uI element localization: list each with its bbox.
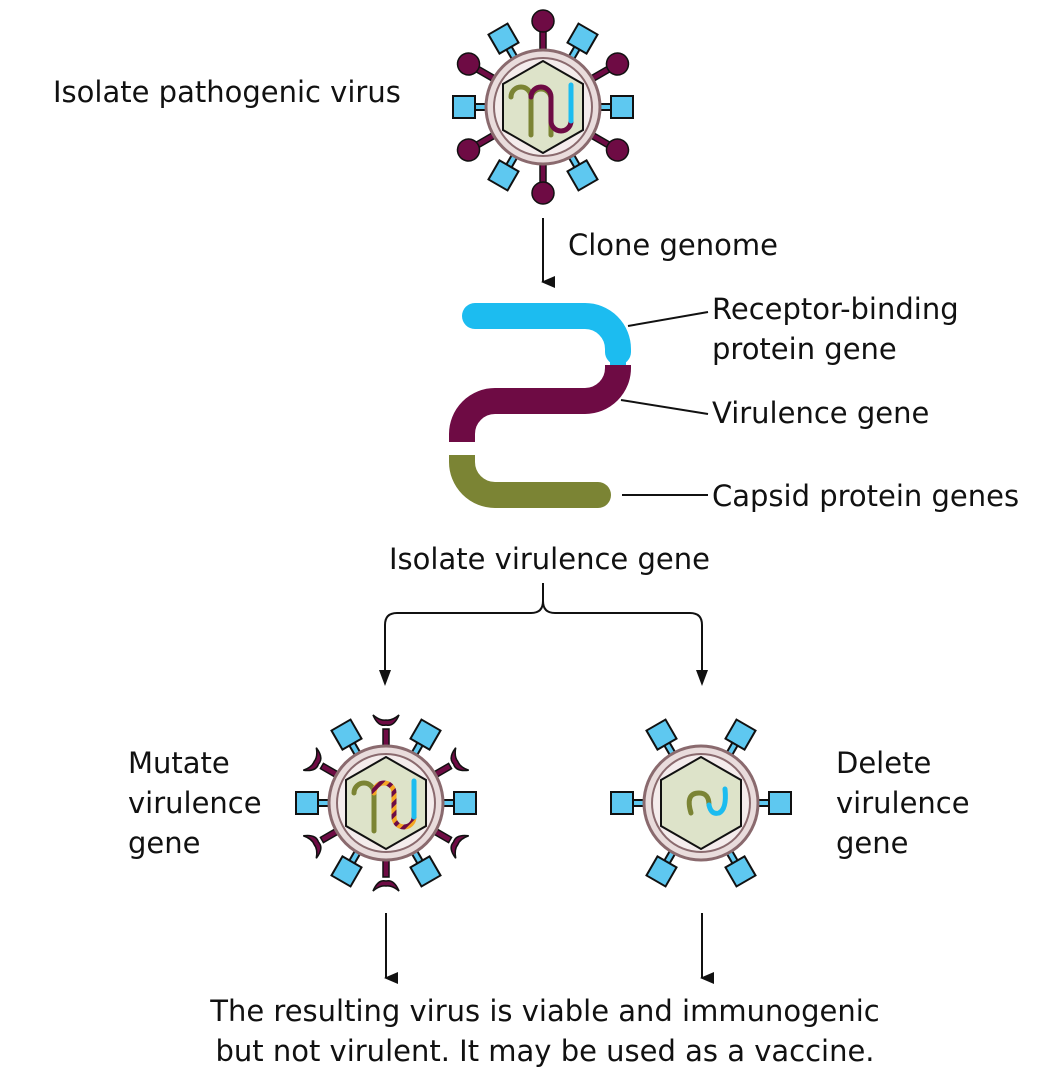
step-mutate-line1: Mutate — [128, 746, 230, 780]
step-isolate-gene: Isolate virulence gene — [389, 542, 710, 576]
virulence-gene-segment — [449, 365, 631, 442]
step-delete: Delete virulence gene — [836, 743, 970, 863]
step-mutate-line2: virulence — [128, 786, 262, 820]
pathogenic-virus — [452, 9, 634, 205]
receptor-spikes — [452, 22, 634, 192]
label-capsid-genes: Capsid protein genes — [712, 479, 1020, 513]
label-receptor-gene-line1: Receptor-binding — [712, 292, 959, 326]
step-clone-genome: Clone genome — [568, 228, 778, 262]
arrow-to-delete — [696, 670, 708, 686]
conclusion: The resulting virus is viable and immuno… — [170, 991, 920, 1071]
arrow-to-mutate — [379, 670, 391, 686]
leader-lines — [620, 311, 709, 496]
split-brace — [384, 583, 703, 672]
step-isolate-virus: Isolate pathogenic virus — [53, 75, 401, 109]
conclusion-line1: The resulting virus is viable and immuno… — [210, 994, 880, 1028]
conclusion-line2: but not virulent. It may be used as a va… — [215, 1034, 875, 1068]
step-delete-line1: Delete — [836, 746, 932, 780]
label-virulence-gene: Virulence gene — [712, 396, 930, 430]
step-delete-line2: virulence — [836, 786, 970, 820]
capsid-gene-segment — [449, 455, 598, 508]
receptor-gene-segment — [462, 303, 631, 365]
mutated-virus — [295, 714, 477, 892]
step-mutate: Mutate virulence gene — [128, 743, 262, 863]
mutated-virulence-spikes — [303, 714, 469, 892]
deleted-virus — [610, 718, 792, 888]
step-delete-line3: gene — [836, 826, 909, 860]
viral-genome — [508, 82, 574, 138]
label-receptor-gene-line2: protein gene — [712, 332, 897, 366]
step-mutate-line3: gene — [128, 826, 201, 860]
label-receptor-gene: Receptor-binding protein gene — [712, 289, 959, 369]
genome-diagram — [449, 303, 631, 508]
